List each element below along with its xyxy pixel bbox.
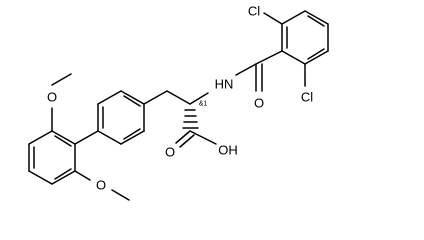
chlorine-bottom-label: Cl bbox=[301, 90, 313, 105]
amide-oxygen-label: O bbox=[254, 96, 264, 111]
phenylene-ring bbox=[97, 90, 145, 145]
methoxy-top bbox=[51, 73, 72, 132]
methoxy-top-oxygen-label: O bbox=[47, 90, 57, 105]
dimethoxyphenyl-ring bbox=[28, 130, 76, 185]
hydroxyl-label: OH bbox=[218, 143, 238, 158]
biaryl-bond bbox=[74, 130, 99, 145]
stereo-descriptor-label: &1 bbox=[199, 101, 208, 108]
carboxylic-acid bbox=[175, 130, 217, 148]
methoxy-bottom-oxygen-label: O bbox=[96, 178, 106, 193]
methoxy-bottom bbox=[74, 170, 130, 201]
side-chain bbox=[143, 90, 209, 129]
amide-group bbox=[235, 50, 283, 92]
acid-carbonyl-oxygen-label: O bbox=[165, 145, 175, 160]
amide-nh-label: HN bbox=[215, 77, 234, 92]
dichlorophenyl-ring bbox=[263, 10, 329, 87]
chlorine-top-label: Cl bbox=[248, 4, 260, 19]
structure-diagram: Cl Cl HN O OH O O O &1 bbox=[28, 4, 329, 201]
